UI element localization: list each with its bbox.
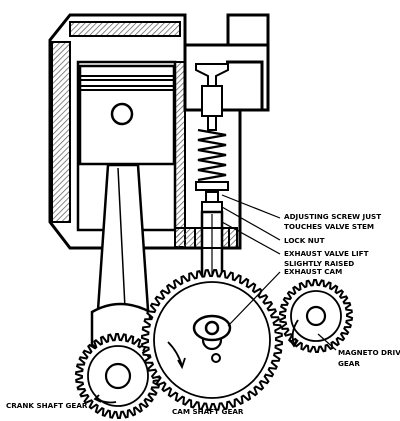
label-magneto-2: GEAR [338,359,360,368]
label-exhaust-valve-1: EXHAUST VALVE LIFT [284,249,369,258]
label-adjusting-screw-2: TOUCHES VALVE STEM [284,222,374,231]
label-magneto-1: MAGNETO DRIVE [338,348,400,357]
leader-lines [221,194,337,351]
rotation-arrows [93,319,299,404]
connecting-rod [90,163,152,354]
magneto-drive-gear [278,279,354,353]
exhaust-cam [192,314,232,342]
valve-spring [197,128,227,182]
cylinder-block [48,13,270,250]
label-crank-shaft-gear: CRANK SHAFT GEAR [6,401,88,410]
label-exhaust-cam: EXHAUST CAM [284,267,342,276]
lock-nut [201,201,223,213]
adjusting-screw [205,191,219,203]
label-exhaust-valve-2: SLIGHTLY RAISED [284,259,354,268]
wrist-pin [110,102,134,126]
piston [78,64,176,166]
label-lock-nut: LOCK NUT [284,236,325,245]
labels: ADJUSTING SCREW JUST TOUCHES VALVE STEM … [6,212,400,416]
label-cam-shaft-gear: CAM SHAFT GEAR [172,407,244,416]
label-adjusting-screw-1: ADJUSTING SCREW JUST [284,212,381,221]
cam-gear-hole [211,353,221,363]
